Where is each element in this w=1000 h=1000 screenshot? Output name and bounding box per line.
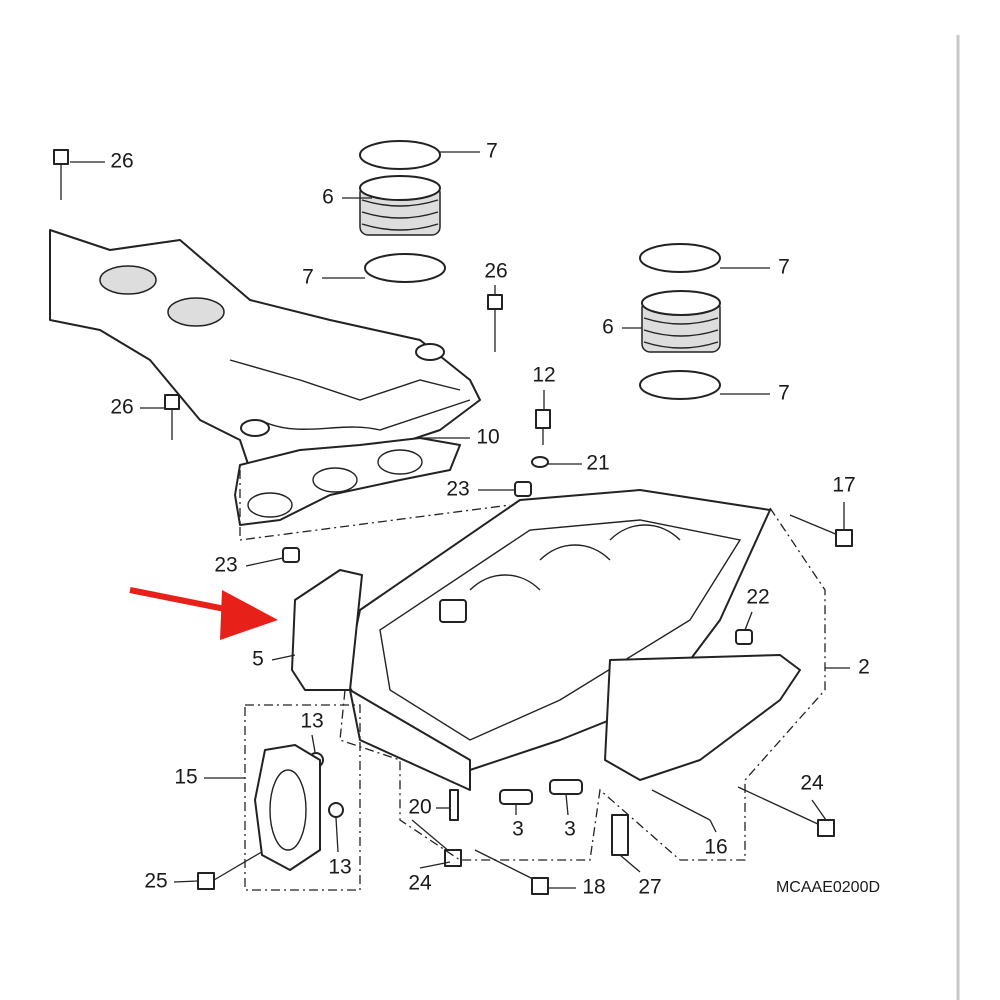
leader-lines bbox=[70, 151, 850, 889]
callout-23: 23 bbox=[214, 554, 237, 577]
boot-clamp-group-right bbox=[639, 243, 721, 400]
callout-labels: 26 7 6 7 26 7 6 7 12 26 10 21 23 17 23 2… bbox=[110, 140, 880, 899]
end-cover bbox=[254, 744, 321, 871]
cover-gasket bbox=[291, 569, 363, 691]
callout-17: 17 bbox=[832, 474, 855, 497]
callout-5: 5 bbox=[252, 648, 264, 671]
callout-24: 24 bbox=[408, 872, 432, 895]
callout-6: 6 bbox=[322, 186, 334, 209]
diagram-code: MCAAE0200D bbox=[776, 879, 880, 896]
bolts bbox=[53, 149, 853, 895]
callout-20: 20 bbox=[408, 796, 431, 819]
callout-26: 26 bbox=[110, 150, 133, 173]
callout-15: 15 bbox=[174, 766, 197, 789]
callout-27: 27 bbox=[638, 876, 661, 899]
callout-7: 7 bbox=[778, 382, 790, 405]
callout-18: 18 bbox=[582, 876, 605, 899]
callout-3: 3 bbox=[512, 818, 524, 841]
cylinder-head bbox=[344, 489, 801, 791]
callout-24: 24 bbox=[800, 772, 824, 795]
callout-7: 7 bbox=[302, 266, 314, 289]
callout-13: 13 bbox=[300, 710, 323, 733]
callout-22: 22 bbox=[746, 586, 769, 609]
callout-16: 16 bbox=[704, 836, 727, 859]
group-outline-manifold bbox=[239, 470, 511, 541]
callout-6: 6 bbox=[602, 316, 614, 339]
callout-25: 25 bbox=[144, 870, 167, 893]
group-outline-15 bbox=[244, 704, 361, 891]
callout-2: 2 bbox=[858, 656, 870, 679]
callout-23: 23 bbox=[446, 478, 469, 501]
boot-clamp-group-left bbox=[359, 140, 446, 283]
intake-manifold bbox=[49, 229, 481, 481]
manifold-gasket bbox=[234, 437, 461, 526]
callout-7: 7 bbox=[486, 140, 498, 163]
group-outline-2 bbox=[339, 507, 826, 861]
callout-26: 26 bbox=[484, 260, 507, 283]
callout-7: 7 bbox=[778, 256, 790, 279]
red-pointer-arrow bbox=[129, 587, 278, 640]
callout-10: 10 bbox=[476, 426, 499, 449]
callout-21: 21 bbox=[586, 452, 609, 475]
callout-13: 13 bbox=[328, 856, 351, 879]
callout-12: 12 bbox=[532, 364, 555, 387]
callout-3: 3 bbox=[564, 818, 576, 841]
callout-26: 26 bbox=[110, 396, 133, 419]
